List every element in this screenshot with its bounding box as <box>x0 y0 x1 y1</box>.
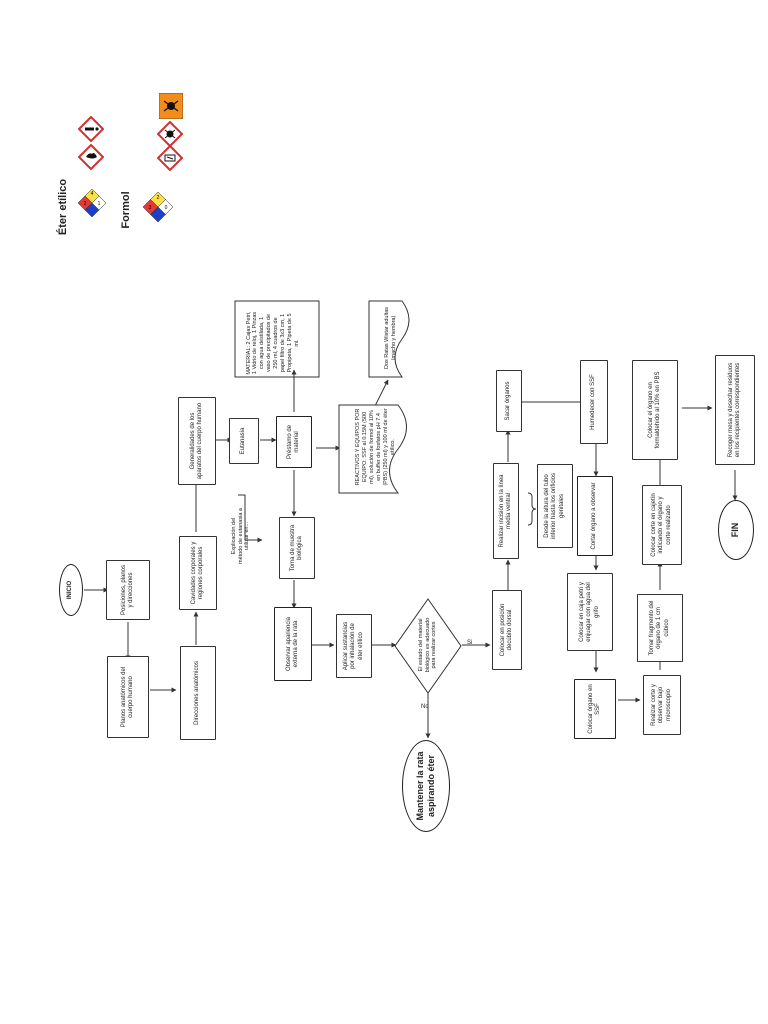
generalidades-box: Generalidades de los aparatos del cuerpo… <box>178 397 216 485</box>
aplicar-box: Aplicar sustancias por inhalación de éte… <box>336 614 372 678</box>
ether-nfpa-diamond-icon: 4 2 1 <box>77 188 107 218</box>
realizar-corte-box: Realizar corte y observar bajo microscop… <box>643 675 681 735</box>
colocar-dorsal-box: Colocar en posición decúbito dorsal <box>492 590 522 670</box>
health-hazard-icon <box>157 121 183 147</box>
planos-box: Planos anatómicos del cuerpo humano <box>107 656 149 738</box>
formol-nfpa-diamond-icon: 2 3 0 <box>142 191 174 223</box>
end-node: FIN <box>718 500 754 560</box>
svg-text:4: 4 <box>91 191 94 197</box>
material-text: MATERIAL: 2 Cajas Petri, 1 Vidrio de rel… <box>245 311 300 375</box>
desde-note: Desde la altura del tubo inferior hasta … <box>537 464 573 548</box>
svg-text:3: 3 <box>149 205 152 211</box>
colocar-caja-box: Colocar en caja petri y enjuagar con agu… <box>567 573 613 651</box>
svg-text:2: 2 <box>157 195 160 201</box>
observar-box: Observar apariencia externa de la rata <box>274 607 312 681</box>
corrosive-hazard-icon <box>157 145 183 171</box>
decision-no-label: No <box>421 704 429 710</box>
svg-text:1: 1 <box>98 201 101 207</box>
realizar-incision-box: Realizar incisión en la línea media vent… <box>493 463 519 559</box>
orange-toxic-label-icon <box>159 93 183 119</box>
ether-title: Éter etílico <box>57 178 70 236</box>
sacar-organos-box: Sacar órganos <box>496 370 522 432</box>
start-node: INICIO <box>59 564 83 616</box>
colocar-formol-box: Colocar el órgano en formaldehído al 10%… <box>632 360 678 460</box>
colocar-cajetin-box: Colocar corte en cajetín indicando el ór… <box>642 485 682 565</box>
svg-text:2: 2 <box>84 201 87 207</box>
decision-text: El estado del material biológico es adec… <box>417 617 438 673</box>
posiciones-box: Posiciones, planos y direcciones <box>106 560 150 620</box>
colocar-ssf-box: Colocar órgano en SSF <box>574 679 616 739</box>
formol-title: Formol <box>120 191 133 229</box>
cortar-organo-box: Cortar órgano a observar <box>577 476 613 556</box>
reactivos-text: REACTIVOS Y EQUIPOS POR EQUIPO: SSF al 0… <box>355 408 396 486</box>
direcciones-box: Direcciones anatómicos <box>180 646 216 740</box>
recoger-box: Recoger mesa y desechar residuos en los … <box>715 355 755 465</box>
reactivos-document-shape <box>338 404 407 494</box>
eutanasia-box: Eutanasia <box>229 418 259 464</box>
decision-diamond <box>394 598 462 694</box>
material-document-shape <box>234 300 320 378</box>
flame-hazard-icon <box>78 144 104 170</box>
svg-text:0: 0 <box>165 205 168 211</box>
humedecer-box: Humedecer con SSF <box>580 360 608 444</box>
toma-muestra-box: Toma de muestra biológica <box>279 517 315 579</box>
exclamation-hazard-icon <box>78 116 104 142</box>
decision-si-label: Si <box>467 640 473 646</box>
tomar-fragmento-box: Tomar fragmento del órgano de 1 cm cúbic… <box>637 594 683 662</box>
ratas-document-shape <box>368 300 410 378</box>
mantener-terminal: Mantener la rata aspirando éter <box>402 740 450 832</box>
ratas-text: Dos Ratas Wistar adultas (macho y hembra… <box>384 306 397 370</box>
prestamo-box: Préstamo de material <box>276 416 312 468</box>
explicacion-note: Explicación del método de eutanasia a ut… <box>230 508 251 564</box>
cavidades-box: Cavidades corporales y regiones corporal… <box>179 536 217 610</box>
